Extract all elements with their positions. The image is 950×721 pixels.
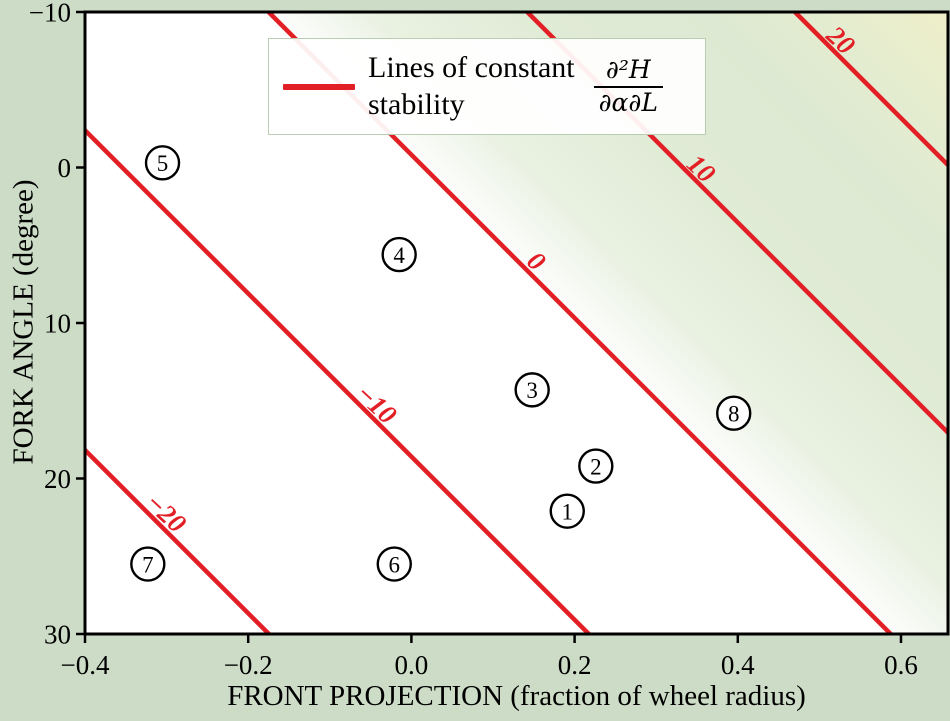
data-point-7: 7: [130, 546, 166, 582]
data-point-circle: [130, 546, 166, 582]
x-tick-label: 0.2: [558, 650, 592, 680]
x-tick-label: 0.0: [395, 650, 429, 680]
data-point-circle: [144, 145, 181, 181]
data-point-circle: [716, 395, 752, 431]
y-tick-label: 30: [44, 619, 71, 649]
data-point-number: 2: [590, 454, 602, 479]
x-tick-label: −0.4: [61, 650, 110, 680]
data-point-number: 5: [157, 151, 169, 176]
y-tick-label: 10: [44, 308, 71, 338]
y-tick-label: 0: [58, 153, 72, 183]
legend: Lines of constant stability ∂²H ∂α∂L: [268, 38, 706, 135]
data-point-3: 3: [514, 372, 550, 408]
data-point-circle: [549, 493, 585, 529]
data-point-number: 7: [142, 552, 154, 577]
x-axis-title: FRONT PROJECTION (fraction of wheel radi…: [227, 680, 806, 712]
y-tick-label: −10: [29, 0, 71, 27]
stability-derivative-fraction: ∂²H ∂α∂L: [593, 55, 663, 116]
data-point-1: 1: [549, 493, 585, 529]
data-point-number: 3: [526, 378, 538, 403]
y-tick-label: 20: [44, 464, 71, 494]
legend-contour-line-sample: [283, 83, 355, 90]
legend-label: Lines of constant stability: [368, 50, 575, 123]
x-tick-label: 0.4: [721, 650, 755, 680]
contour-line-20: [792, 12, 948, 169]
fraction-denominator: ∂α∂L: [593, 85, 663, 116]
data-point-number: 4: [393, 243, 405, 268]
data-point-number: 1: [562, 499, 574, 524]
y-axis-title: FORK ANGLE (degree): [7, 179, 40, 465]
data-point-5: 5: [144, 145, 181, 181]
data-point-4: 4: [381, 236, 417, 273]
x-tick-label: −0.2: [224, 650, 273, 680]
data-point-circle: [578, 448, 614, 484]
legend-label-line1: Lines of constant: [368, 50, 575, 84]
contour-line--10: [85, 127, 592, 634]
data-point-6: 6: [376, 546, 412, 582]
data-point-8: 8: [716, 395, 752, 431]
data-point-number: 8: [728, 401, 740, 426]
legend-label-line2: stability: [368, 87, 465, 121]
data-point-circle: [514, 372, 550, 408]
data-point-2: 2: [578, 448, 614, 484]
data-point-number: 6: [389, 552, 401, 577]
x-tick-label: 0.6: [884, 650, 918, 680]
fraction-numerator: ∂²H: [605, 55, 651, 85]
contour-line--20: [85, 446, 272, 634]
data-point-circle: [381, 236, 417, 273]
data-point-circle: [376, 546, 412, 582]
